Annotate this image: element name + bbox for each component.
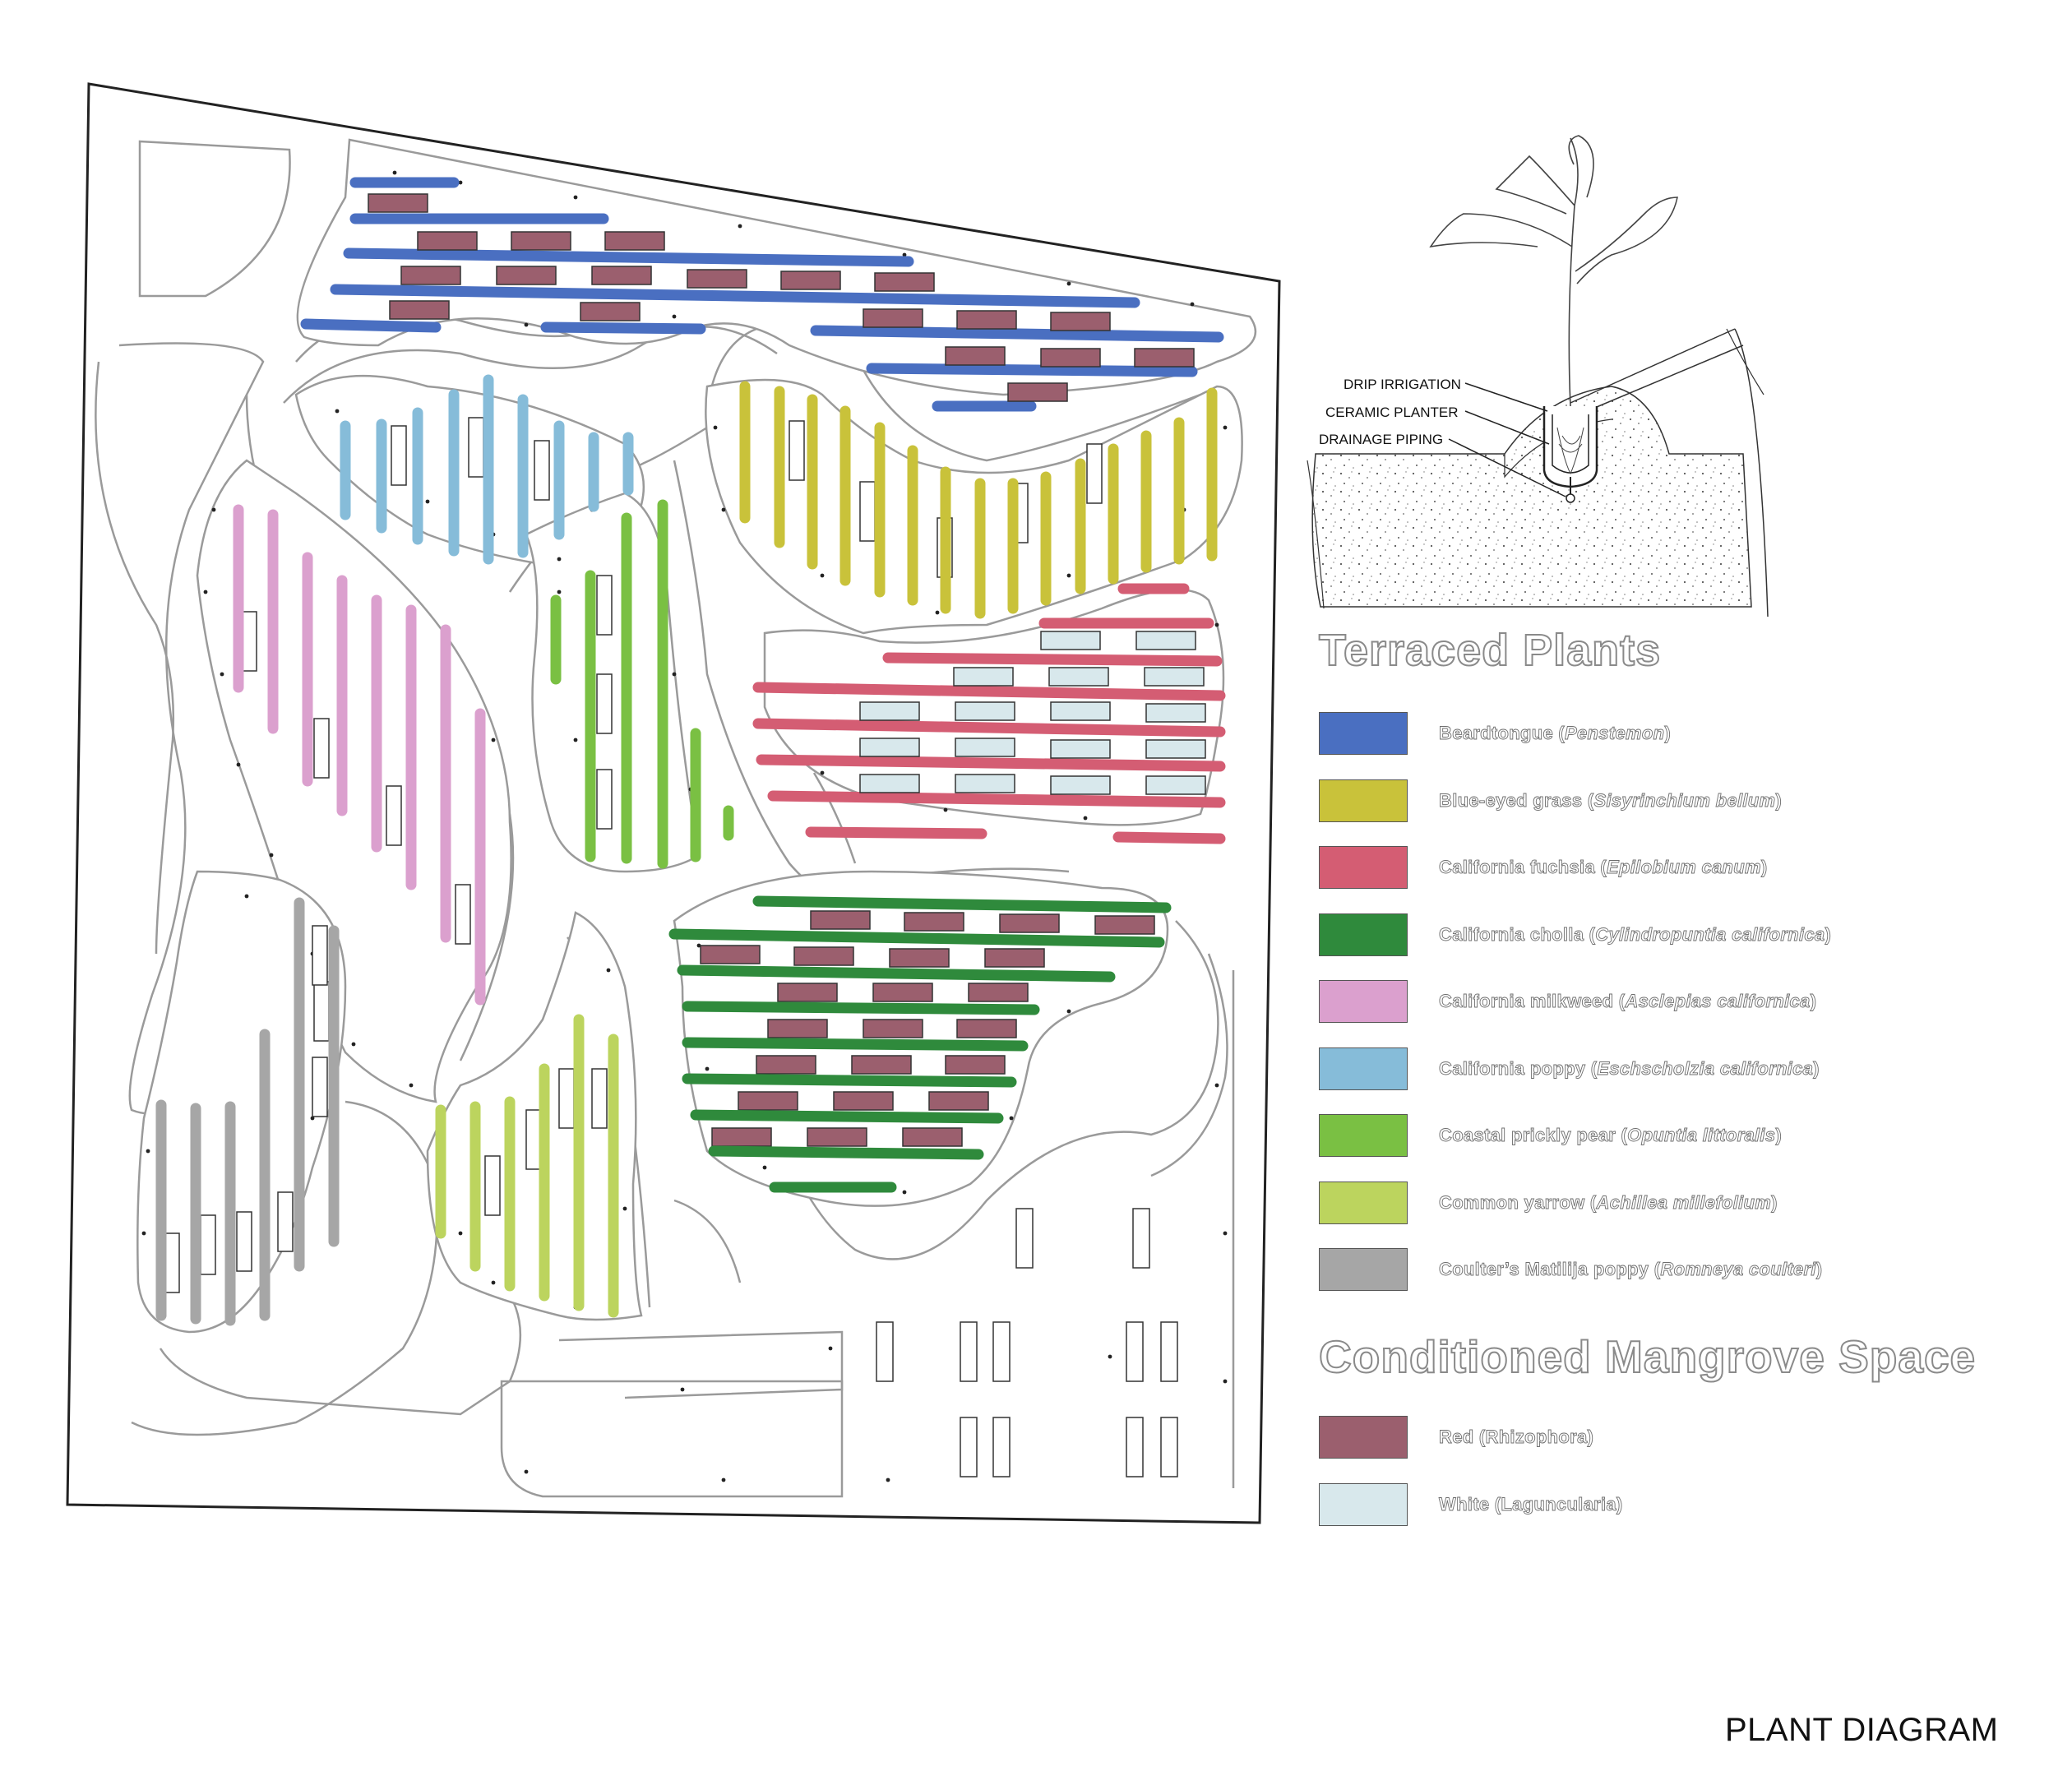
legend-swatch bbox=[1319, 1483, 1408, 1526]
latin-name: Romneya coulteri bbox=[1660, 1259, 1816, 1280]
common-name: Coastal prickly pear bbox=[1439, 1125, 1616, 1146]
legend-swatch bbox=[1319, 712, 1408, 755]
legend-swatch bbox=[1319, 980, 1408, 1023]
legend-label: Coastal prickly pear (Opuntia littoralis… bbox=[1439, 1125, 1783, 1146]
legend-swatch bbox=[1319, 779, 1408, 822]
legend-label: Common yarrow (Achillea millefolium) bbox=[1439, 1191, 1778, 1213]
mangrove-space-heading: Conditioned Mangrove Space bbox=[1318, 1330, 1977, 1383]
beardtongue-rows bbox=[300, 177, 1224, 412]
latin-name: Epilobium canum bbox=[1607, 857, 1761, 878]
california-cholla-rows bbox=[668, 895, 1172, 1193]
latin-name: Asclepias californica bbox=[1625, 991, 1811, 1012]
legend-label: Beardtongue (Penstemon) bbox=[1439, 723, 1672, 744]
california-poppy-rows bbox=[340, 374, 634, 565]
latin-name: Penstemon bbox=[1565, 723, 1665, 744]
common-name: Beardtongue bbox=[1439, 723, 1554, 744]
legend-label: California poppy (Eschscholzia californi… bbox=[1439, 1057, 1820, 1079]
latin-name: Cylindropuntia californica bbox=[1595, 923, 1825, 945]
legend-label: California fuchsia (Epilobium canum) bbox=[1439, 857, 1768, 878]
diagram-title: PLANT DIAGRAM bbox=[1725, 1712, 1999, 1748]
california-milkweed-rows bbox=[233, 504, 486, 1006]
latin-name: Sisyrinchium bellum bbox=[1593, 789, 1776, 811]
common-name: Blue-eyed grass bbox=[1439, 789, 1583, 811]
terraced-plants-heading: Terraced Plants bbox=[1318, 625, 1662, 676]
latin-name: Eschscholzia californica bbox=[1597, 1057, 1814, 1079]
common-name: California poppy bbox=[1439, 1057, 1586, 1079]
mangrove-boxes bbox=[164, 417, 1178, 1477]
common-name: Common yarrow bbox=[1439, 1191, 1585, 1213]
legend-swatch bbox=[1319, 913, 1408, 956]
legend-label: Red (Rhizophora) bbox=[1439, 1427, 1594, 1448]
planter-section-detail bbox=[1307, 135, 1769, 617]
coulters-matilija-poppy-rows bbox=[155, 897, 340, 1326]
site-boundary bbox=[66, 82, 1281, 1524]
california-fuchsia-rows bbox=[752, 583, 1226, 844]
blue-eyed-grass-rows bbox=[739, 381, 1218, 619]
drainage-piping-callout: DRAINAGE PIPING bbox=[1319, 432, 1444, 447]
coastal-prickly-pear-rows bbox=[550, 499, 734, 869]
white-mangrove-boxes bbox=[859, 631, 1206, 795]
latin-name: Opuntia littoralis bbox=[1627, 1125, 1776, 1146]
legend-label: White (Laguncularia) bbox=[1439, 1494, 1623, 1515]
legend-label: California milkweed (Asclepias californi… bbox=[1439, 991, 1817, 1012]
legend-label: California cholla (Cylindropuntia califo… bbox=[1439, 923, 1832, 945]
legend-swatch bbox=[1319, 846, 1408, 889]
legend-label: Coulter’s Matilija poppy (Romneya coulte… bbox=[1439, 1259, 1823, 1280]
legend-swatch bbox=[1319, 1416, 1408, 1459]
legend-swatch bbox=[1319, 1248, 1408, 1291]
legend-swatch bbox=[1319, 1181, 1408, 1224]
drip-irrigation-callout: DRIP IRRIGATION bbox=[1344, 377, 1461, 392]
common-name: California fuchsia bbox=[1439, 857, 1596, 878]
common-name: California milkweed bbox=[1439, 991, 1614, 1012]
common-name: Coulter’s Matilija poppy bbox=[1439, 1259, 1649, 1280]
legend-label: Blue-eyed grass (Sisyrinchium bellum) bbox=[1439, 789, 1783, 811]
common-yarrow-rows bbox=[435, 1014, 619, 1318]
ceramic-planter-callout: CERAMIC PLANTER bbox=[1325, 405, 1459, 420]
common-name: California cholla bbox=[1439, 923, 1584, 945]
legend-swatch bbox=[1319, 1047, 1408, 1090]
legend-swatch bbox=[1319, 1114, 1408, 1157]
latin-name: Achillea millefolium bbox=[1596, 1191, 1772, 1213]
seedling bbox=[1429, 135, 1678, 407]
red-mangrove-boxes bbox=[368, 193, 1195, 1147]
